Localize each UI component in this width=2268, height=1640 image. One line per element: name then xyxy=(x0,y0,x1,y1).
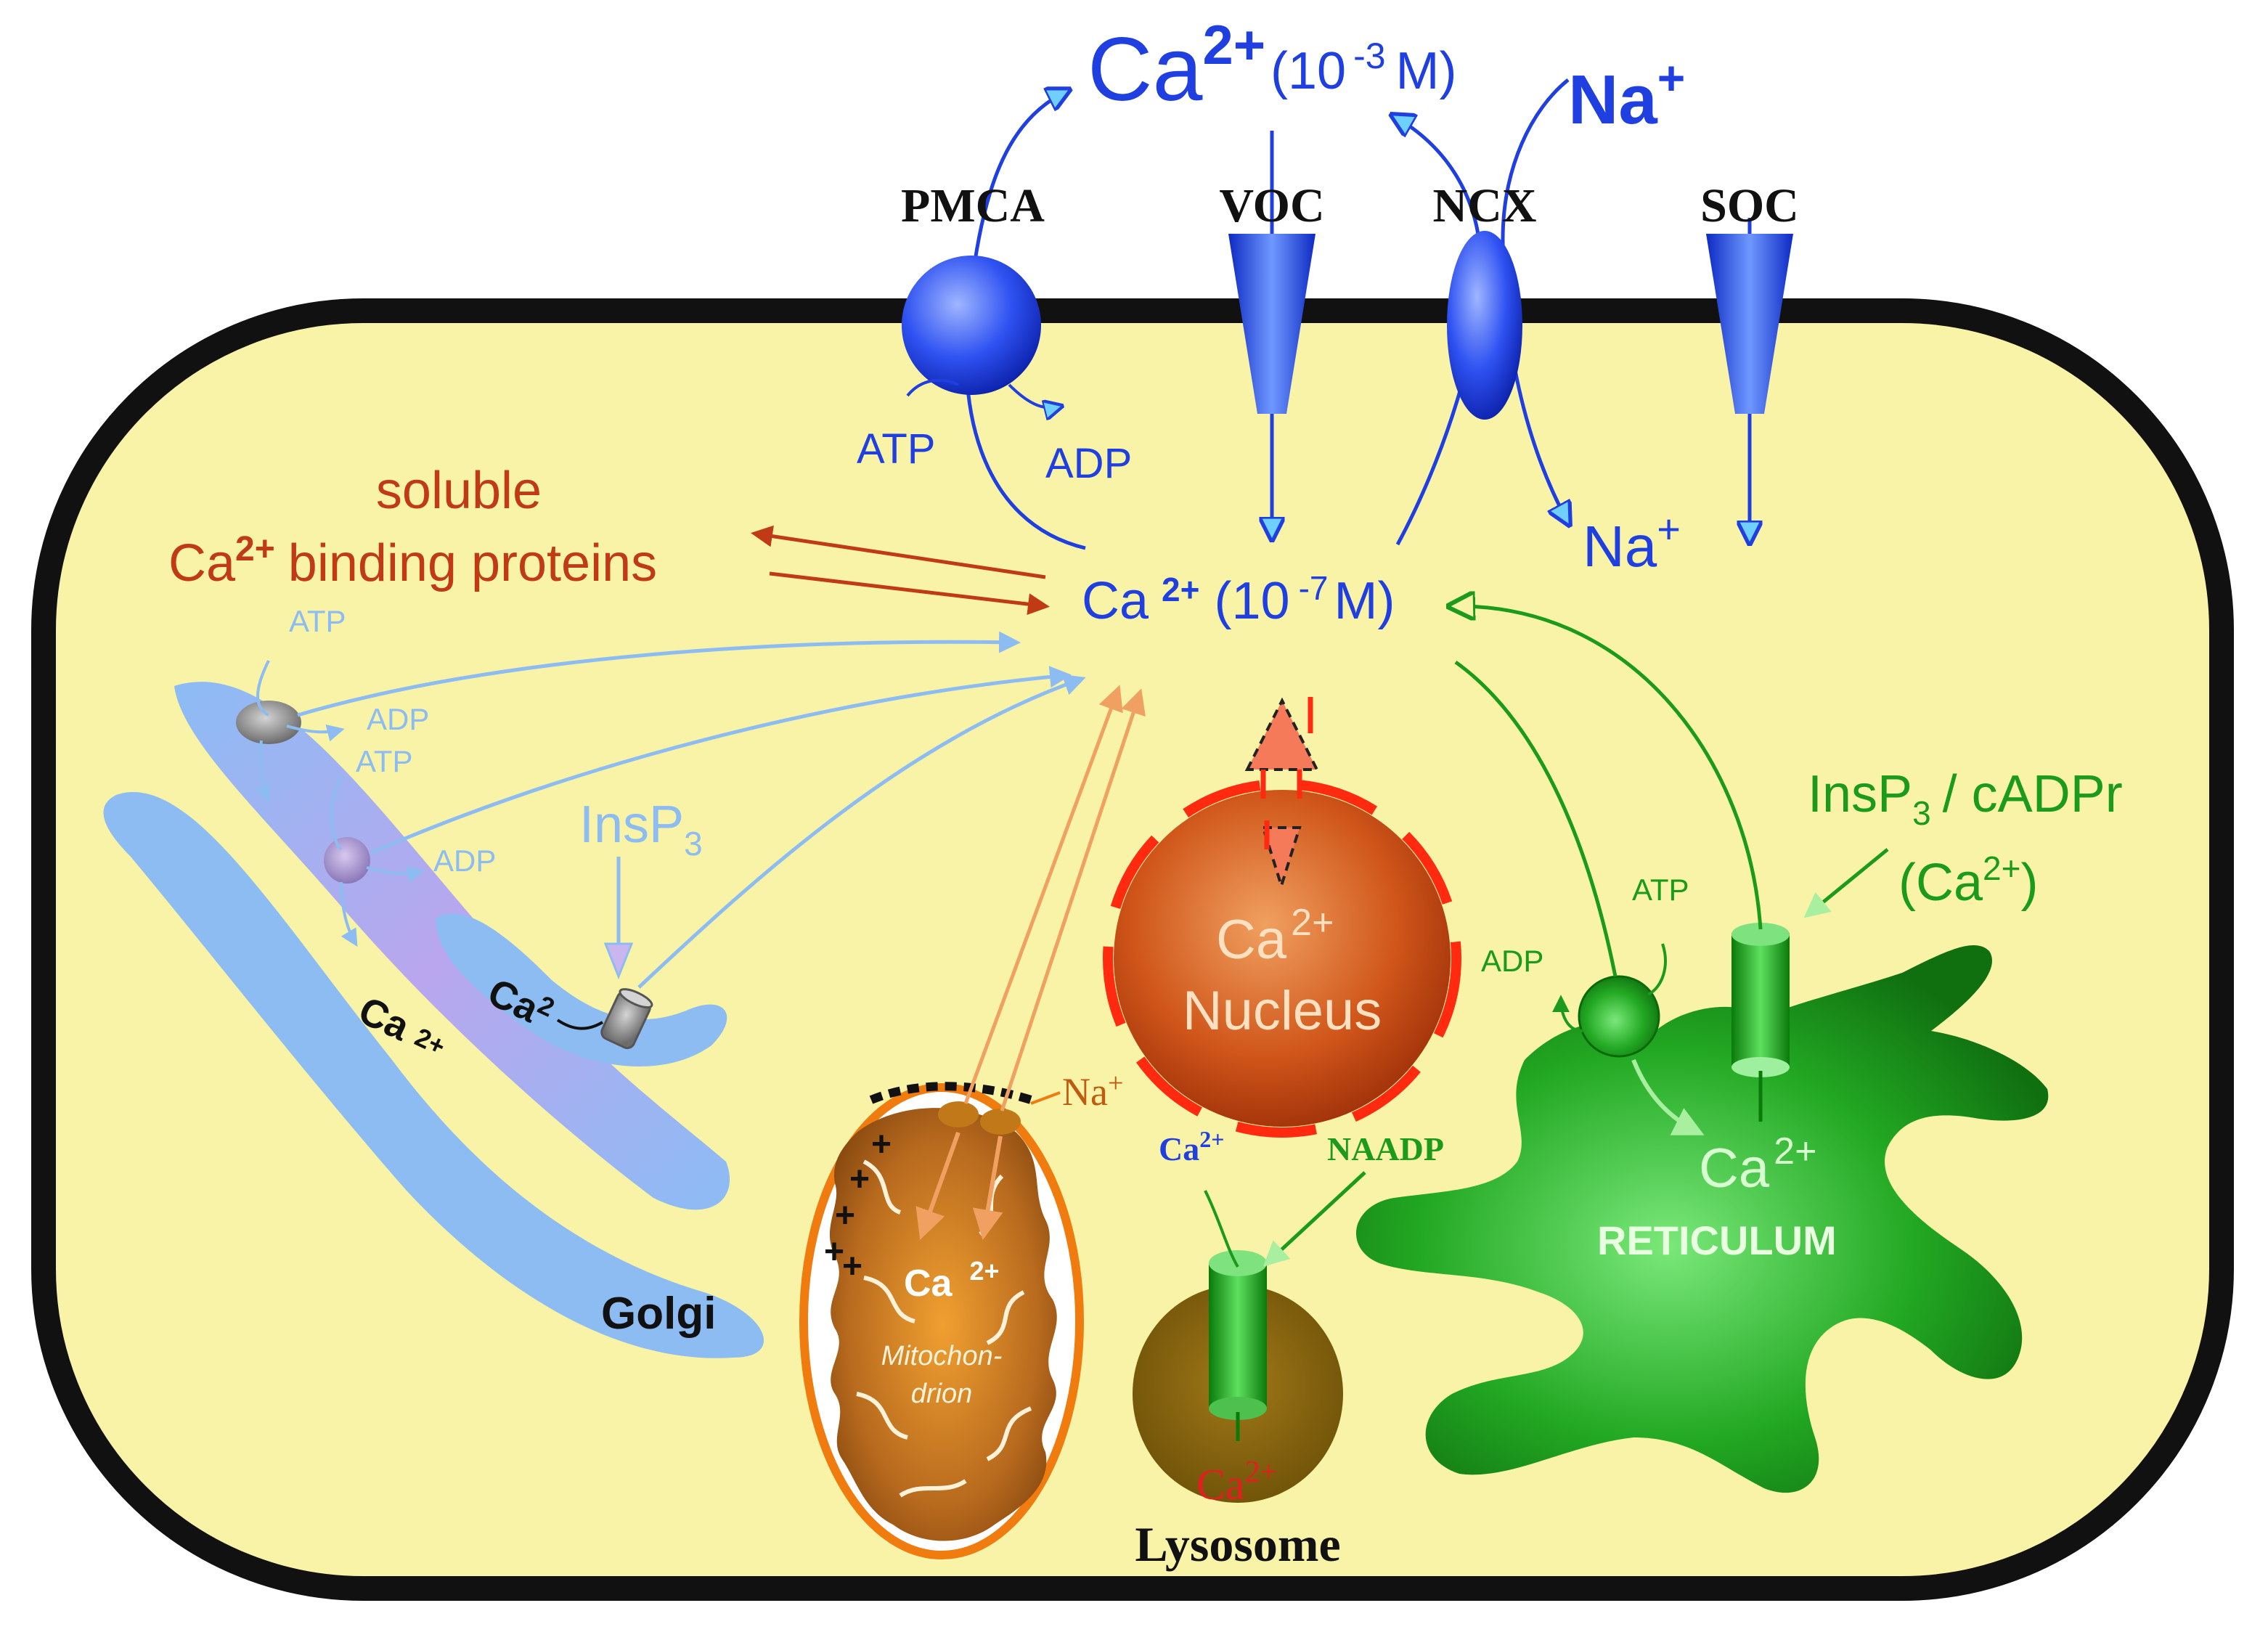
golgi-atp-arc-1 xyxy=(256,660,270,717)
pmca-label: PMCA xyxy=(901,179,1045,232)
svg-text:+: + xyxy=(871,1125,892,1164)
lysosome-label: Lysosome xyxy=(1135,1517,1340,1572)
golgi-small-arrow xyxy=(556,1019,604,1030)
golgi-ca-in-arrow-2 xyxy=(340,881,358,947)
golgi-insp3-label: InsP3 xyxy=(579,796,703,862)
lysosome xyxy=(1133,1250,1343,1503)
reticulum-release-arrow xyxy=(1452,606,1763,930)
svg-text:+: + xyxy=(824,1233,844,1271)
reticulum-adp-label: ADP xyxy=(1481,944,1543,978)
golgi-adp-2: ADP xyxy=(433,844,496,878)
reticulum-pump xyxy=(1578,975,1660,1058)
binding-proteins-line1: soluble xyxy=(376,462,542,520)
ncx-exchanger xyxy=(1394,78,1568,546)
golgi-pump-1 xyxy=(236,701,301,744)
lysosome-inner-ca: Ca2+ xyxy=(1196,1456,1277,1509)
voc-channel xyxy=(1228,131,1315,537)
reticulum-agonist-arrow xyxy=(1803,848,1889,918)
soc-label: SOC xyxy=(1700,179,1799,232)
golgi-atp-arc-2 xyxy=(330,776,343,851)
golgi-insp3-channel xyxy=(600,988,653,1050)
golgi-insp3-arrowhead xyxy=(603,942,634,980)
reticulum xyxy=(1355,923,2049,1493)
pmca-pump xyxy=(902,256,1041,395)
extracellular-na-label: Na+ xyxy=(1568,51,1685,139)
binding-proteins-line2: Ca2+binding proteins xyxy=(168,530,657,592)
pmca-atp-arc xyxy=(906,378,959,397)
voc-label: VOC xyxy=(1219,179,1324,232)
ncx-body xyxy=(1447,231,1522,420)
reticulum-atp-arc xyxy=(1647,943,1667,996)
golgi-label: Golgi xyxy=(601,1289,716,1339)
reticulum-agonist-line1: InsP3/ cADPr xyxy=(1808,765,2123,832)
golgi-release-arrow-2 xyxy=(370,666,1072,855)
golgi-atp-2: ATP xyxy=(356,744,413,778)
golgi-adp-arc-2 xyxy=(366,866,425,884)
nucleus xyxy=(1103,697,1461,1138)
ncx-label: NCX xyxy=(1433,179,1537,232)
pmca-adp-label: ADP xyxy=(1045,440,1132,487)
svg-text:+: + xyxy=(849,1160,870,1199)
svg-text:+: + xyxy=(835,1196,855,1235)
reticulum-uptake-arrow xyxy=(1631,1058,1705,1135)
golgi-pump-2 xyxy=(324,837,370,884)
lysosome-ca-arc xyxy=(1204,1190,1239,1268)
nucleus-export-arrow xyxy=(1244,697,1320,771)
golgi-release-arrow-1 xyxy=(297,631,1021,717)
soc-channel xyxy=(1706,218,1793,541)
mitochondrion xyxy=(799,1082,1084,1559)
nucleus-label: Nucleus xyxy=(1183,980,1382,1042)
reticulum-agonist-line2: (Ca2+) xyxy=(1898,849,2038,912)
extracellular-ca-label: Ca2+ xyxy=(1088,15,1265,120)
pmca-atp-label: ATP xyxy=(857,425,936,473)
binding-arrow-in xyxy=(769,571,1050,616)
na-inside-label: Na+ xyxy=(1583,506,1681,579)
golgi-apparatus xyxy=(103,631,1086,1358)
mito-plus-signs: + + + + + xyxy=(824,1125,892,1286)
mito-release-arrow-1 xyxy=(963,685,1123,1104)
golgi-cisterna-2 xyxy=(103,791,764,1358)
reticulum-channel xyxy=(1731,933,1790,1067)
reticulum-label: RETICULUM xyxy=(1597,1217,1837,1263)
pmca-adp-arc xyxy=(1008,383,1060,408)
binding-arrow-out xyxy=(751,525,1046,579)
golgi-ca-in-arrow-1 xyxy=(254,740,271,802)
lysosome-ca-label: Ca2+ xyxy=(1159,1126,1224,1167)
reticulum-atp-label: ATP xyxy=(1632,873,1689,907)
reticulum-uptake-path xyxy=(1454,660,1618,977)
nucleus-import-arrow xyxy=(1261,826,1302,891)
mito-na-label: Na+ xyxy=(1062,1068,1123,1114)
naadp-arrow xyxy=(1263,1171,1366,1267)
golgi-cisterna-3 xyxy=(436,913,727,1066)
reticulum-adp-arc xyxy=(1552,995,1583,1032)
golgi-adp-arc-1 xyxy=(286,725,345,742)
golgi-adp-1: ADP xyxy=(367,702,429,736)
mito-label-line2: drion xyxy=(911,1379,973,1409)
mito-release-arrow-2 xyxy=(1000,688,1146,1111)
svg-text:+: + xyxy=(842,1247,862,1286)
golgi-release-arrow-3 xyxy=(637,674,1086,989)
naadp-label: NAADP xyxy=(1327,1130,1444,1167)
golgi-atp-1: ATP xyxy=(289,604,346,638)
mito-label-line1: Mitochon- xyxy=(881,1341,1003,1371)
